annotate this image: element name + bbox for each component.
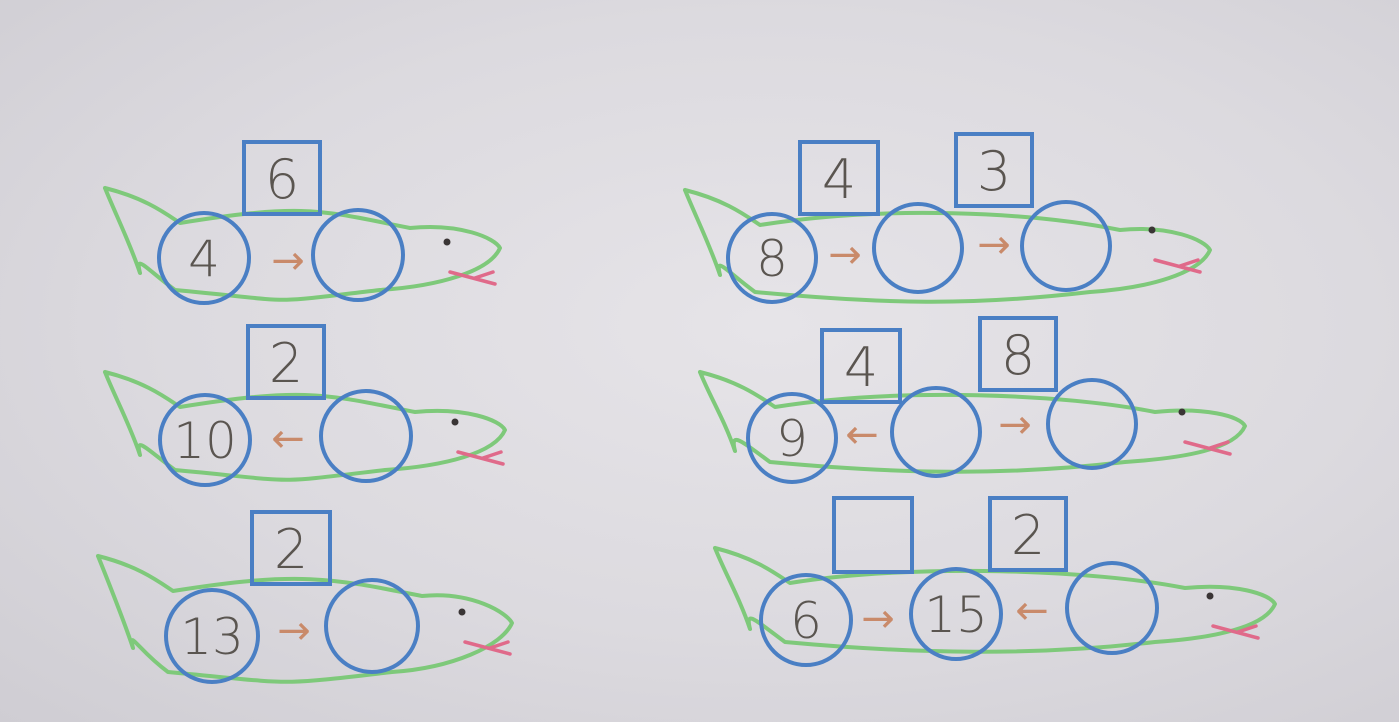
- arrow-icon: →: [977, 222, 1011, 268]
- circle-number: 10: [173, 412, 237, 470]
- snake-4: 4 3 → → 8: [685, 134, 1210, 302]
- arrow-icon: ←: [1015, 588, 1049, 634]
- circle-number: 8: [756, 230, 788, 288]
- arrow-icon: →: [861, 596, 895, 642]
- snake-eye: [1179, 409, 1186, 416]
- snake-eye: [444, 239, 451, 246]
- arrow-icon: →: [271, 238, 305, 284]
- number-box: [834, 498, 912, 572]
- box-number: 8: [1001, 324, 1035, 387]
- arrow-icon: →: [277, 608, 311, 654]
- number-circle: [326, 580, 418, 672]
- arrow-icon: ←: [271, 416, 305, 462]
- number-circle: [313, 210, 403, 300]
- snake-eye: [1149, 227, 1156, 234]
- snake-eye: [459, 609, 466, 616]
- arrow-icon: →: [998, 402, 1032, 448]
- box-number: 4: [844, 336, 878, 399]
- box-number: 2: [269, 332, 303, 395]
- circle-number: 15: [924, 586, 988, 644]
- number-circle: [321, 391, 411, 481]
- box-number: 2: [1011, 504, 1045, 567]
- snake-2: 2 ← 10: [105, 326, 505, 485]
- number-circle: [1022, 202, 1110, 290]
- snake-1: 6 → 4: [105, 142, 500, 303]
- number-circle: [892, 388, 980, 476]
- box-number: 6: [265, 148, 299, 211]
- circle-number: 13: [180, 608, 244, 666]
- number-circle: [1048, 380, 1136, 468]
- box-number: 3: [977, 140, 1011, 203]
- arrow-icon: ←: [845, 412, 879, 458]
- box-number: 2: [274, 518, 308, 581]
- number-circle: [874, 204, 962, 292]
- snake-eye: [1207, 593, 1214, 600]
- circle-number: 9: [776, 410, 808, 468]
- circle-number: 6: [790, 592, 822, 650]
- circle-number: 4: [188, 230, 220, 288]
- snake-6: 2 → ← 6 15: [715, 498, 1275, 665]
- snake-eye: [452, 419, 459, 426]
- snake-3: 2 → 13: [98, 512, 512, 682]
- arrow-icon: →: [828, 232, 862, 278]
- snake-5: 4 8 ← → 9: [700, 318, 1245, 482]
- box-number: 4: [822, 148, 856, 211]
